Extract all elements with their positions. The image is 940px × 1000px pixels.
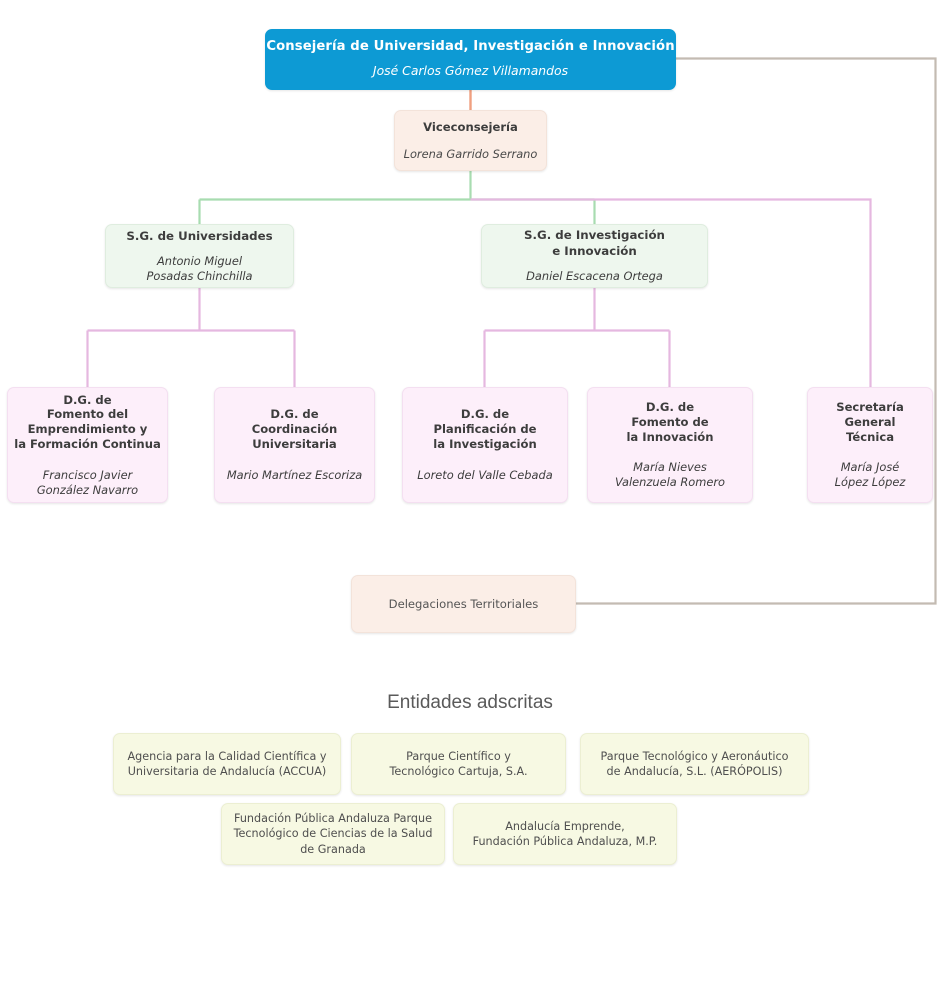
- connector-viceconsejeria-subdirecciones: [198, 171, 596, 224]
- node-person: José Carlos Gómez Villamandos: [372, 63, 569, 79]
- connector-sg-universidades-dgs: [86, 288, 296, 387]
- node-person: Lorena Garrido Serrano: [403, 146, 538, 161]
- connector-sg-investigacion-dgs: [483, 288, 671, 387]
- node-consejeria[interactable]: Consejería de Universidad, Investigación…: [265, 29, 676, 90]
- node-person: Mario Martínez Escoriza: [226, 467, 363, 482]
- node-entidad-andalucia-emprende[interactable]: Andalucía Emprende,Fundación Pública And…: [453, 803, 677, 865]
- node-label: Andalucía Emprende,Fundación Pública And…: [472, 819, 658, 848]
- connector-consejeria-delegaciones: [576, 57, 937, 605]
- node-person: Loreto del Valle Cebada: [417, 467, 553, 482]
- node-delegaciones-territoriales[interactable]: Delegaciones Territoriales: [351, 575, 576, 633]
- node-viceconsejeria[interactable]: Viceconsejería Lorena Garrido Serrano: [394, 110, 547, 171]
- entidades-adscritas-heading: Entidades adscritas: [387, 692, 553, 713]
- node-title: Consejería de Universidad, Investigación…: [266, 39, 675, 55]
- node-person: Daniel Escacena Ortega: [526, 268, 663, 283]
- node-title: S.G. de Universidades: [126, 228, 273, 243]
- node-label: Delegaciones Territoriales: [388, 597, 539, 611]
- node-title: Viceconsejería: [423, 119, 518, 134]
